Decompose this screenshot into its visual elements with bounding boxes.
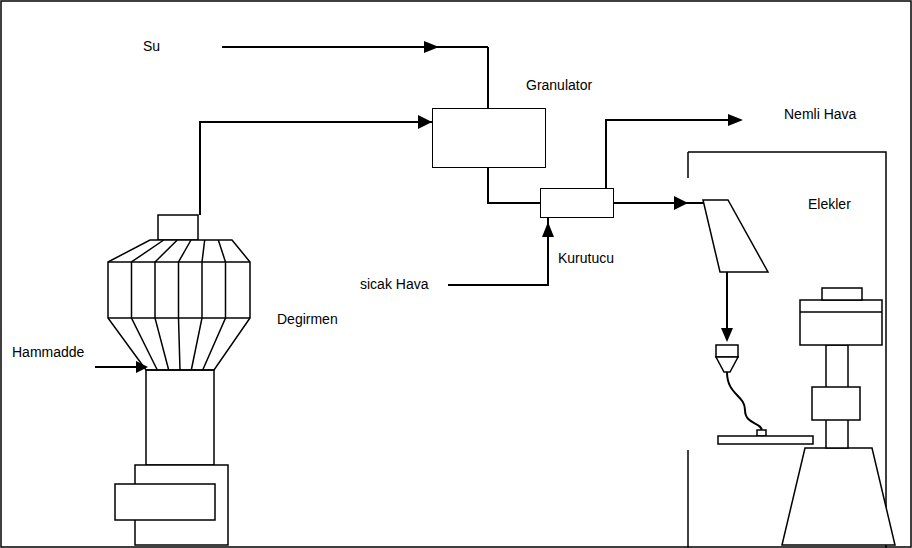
press-table (718, 436, 813, 444)
mill-rib (191, 240, 204, 370)
hose-nozzle (757, 430, 766, 436)
sieve-section: Elekler (688, 152, 886, 548)
mill-rib (132, 240, 164, 370)
press-cap (822, 288, 862, 300)
section-bracket (687, 450, 689, 548)
arrow-head (542, 222, 554, 237)
dryer-box: Kurutucu (540, 188, 614, 218)
hopper (716, 345, 738, 357)
press-base (782, 448, 895, 545)
mill-motor (115, 484, 215, 520)
sieve (703, 200, 768, 272)
granulator-box: Granulator (432, 108, 546, 168)
flow-connector (488, 168, 540, 203)
hose (727, 372, 762, 431)
press-head (800, 300, 882, 345)
mill-body (108, 240, 250, 370)
mill-outlet (158, 215, 198, 240)
arrow-head (424, 41, 439, 53)
mill-column (146, 370, 214, 465)
hot-air-line (448, 218, 548, 285)
water-line (487, 47, 489, 108)
moist-air-line (606, 120, 732, 188)
node-label: Granulator (526, 77, 592, 94)
mill-rib (179, 240, 192, 370)
section-bracket (687, 152, 689, 178)
mill-node: Degirmen (105, 215, 253, 548)
mill-rib (203, 240, 226, 370)
node-label: Kurutucu (558, 250, 614, 267)
feed-line (95, 366, 140, 368)
water-line (222, 46, 488, 48)
node-label: Degirmen (277, 311, 338, 328)
arrow-head (136, 361, 148, 373)
press-head-line (800, 311, 882, 313)
node-label: Elekler (808, 196, 851, 213)
mill-rib (155, 240, 177, 370)
hot-air-label: sicak Hava (360, 276, 428, 293)
moist-air-label: Nemli Hava (784, 106, 856, 123)
raw-material-label: Hammadde (12, 344, 84, 361)
flow-connector (614, 202, 688, 204)
sieve-outlet (726, 272, 728, 332)
hopper (716, 357, 738, 372)
arrow-head (728, 114, 743, 126)
water-label: Su (143, 38, 160, 55)
arrow-head (721, 328, 733, 342)
flow-connector (200, 122, 432, 215)
press-block (812, 387, 860, 420)
